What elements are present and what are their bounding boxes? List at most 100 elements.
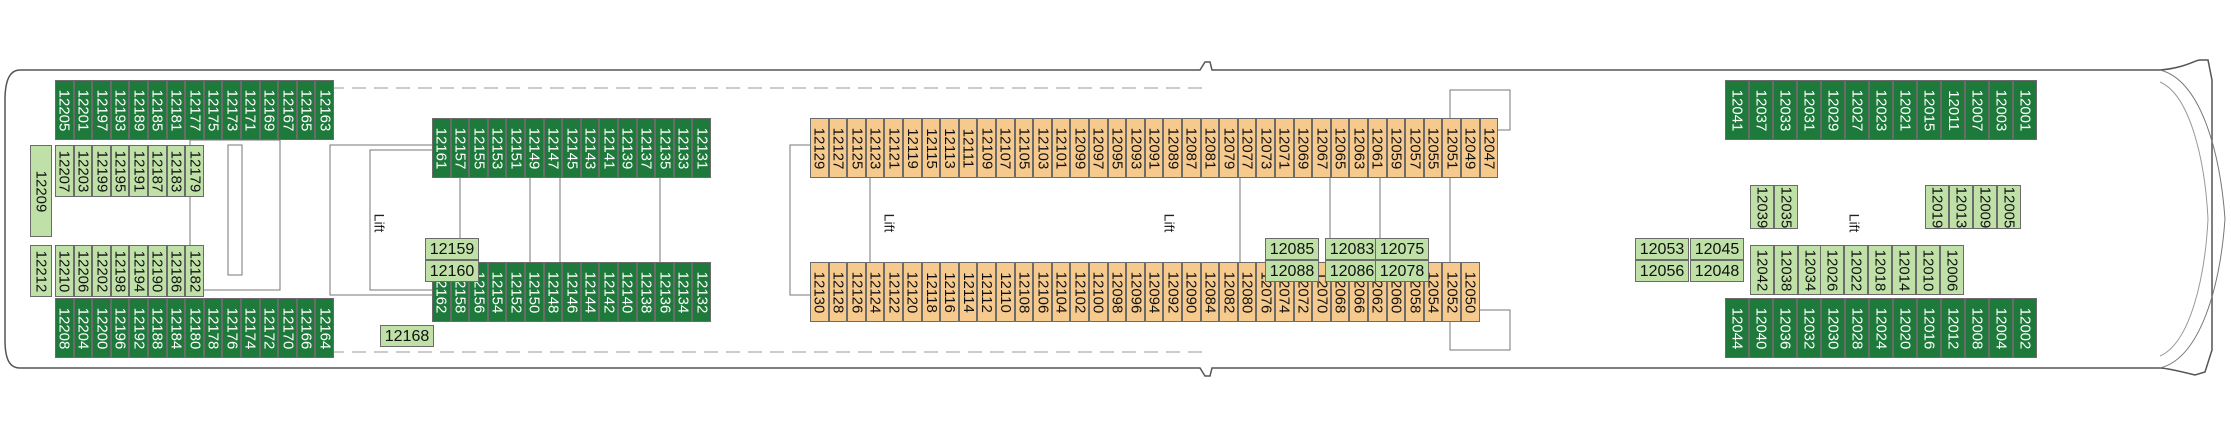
cabin-12113[interactable]: 12113	[940, 118, 959, 178]
cabin-12012[interactable]: 12012	[1941, 298, 1965, 358]
cabin-12077[interactable]: 12077	[1237, 118, 1257, 178]
cabin-12001[interactable]: 12001	[2013, 80, 2037, 140]
cabin-12172[interactable]: 12172	[259, 298, 279, 358]
cabin-12016[interactable]: 12016	[1917, 298, 1941, 358]
cabin-12087[interactable]: 12087	[1182, 118, 1201, 178]
cabin-12141[interactable]: 12141	[599, 118, 618, 178]
cabin-12035[interactable]: 12035	[1774, 185, 1798, 229]
cabin-12036[interactable]: 12036	[1773, 298, 1797, 358]
cabin-12040[interactable]: 12040	[1749, 298, 1773, 358]
cabin-12123[interactable]: 12123	[865, 118, 885, 178]
cabin-12137[interactable]: 12137	[636, 118, 656, 178]
cabin-12069[interactable]: 12069	[1293, 118, 1313, 178]
cabin-12033[interactable]: 12033	[1773, 80, 1797, 140]
cabin-12003[interactable]: 12003	[1989, 80, 2013, 140]
cabin-12059[interactable]: 12059	[1386, 118, 1406, 178]
cabin-12099[interactable]: 12099	[1070, 118, 1089, 178]
cabin-12145[interactable]: 12145	[562, 118, 581, 178]
cabin-12212[interactable]: 12212	[30, 245, 52, 297]
cabin-12120[interactable]: 12120	[903, 262, 922, 322]
cabin-12210[interactable]: 12210	[55, 245, 74, 297]
cabin-12159[interactable]: 12159	[425, 238, 479, 260]
cabin-12067[interactable]: 12067	[1312, 118, 1331, 178]
cabin-12091[interactable]: 12091	[1144, 118, 1164, 178]
cabin-12089[interactable]: 12089	[1163, 118, 1182, 178]
cabin-12004[interactable]: 12004	[1989, 298, 2013, 358]
cabin-12125[interactable]: 12125	[847, 118, 866, 178]
cabin-12106[interactable]: 12106	[1033, 262, 1052, 322]
cabin-12124[interactable]: 12124	[865, 262, 885, 322]
cabin-12065[interactable]: 12065	[1330, 118, 1350, 178]
cabin-12149[interactable]: 12149	[525, 118, 544, 178]
cabin-12006[interactable]: 12006	[1940, 245, 1964, 295]
cabin-12132[interactable]: 12132	[692, 262, 711, 322]
cabin-12136[interactable]: 12136	[655, 262, 674, 322]
cabin-12082[interactable]: 12082	[1219, 262, 1238, 322]
cabin-12176[interactable]: 12176	[222, 298, 241, 358]
cabin-12053[interactable]: 12053	[1635, 238, 1689, 260]
cabin-12056[interactable]: 12056	[1635, 260, 1689, 282]
cabin-12031[interactable]: 12031	[1797, 80, 1821, 140]
cabin-12182[interactable]: 12182	[185, 245, 204, 297]
cabin-12180[interactable]: 12180	[185, 298, 204, 358]
cabin-12010[interactable]: 12010	[1916, 245, 1940, 295]
cabin-12199[interactable]: 12199	[92, 145, 111, 197]
cabin-12052[interactable]: 12052	[1442, 262, 1461, 322]
cabin-12002[interactable]: 12002	[2013, 298, 2037, 358]
cabin-12111[interactable]: 12111	[958, 118, 978, 178]
cabin-12185[interactable]: 12185	[148, 80, 167, 140]
cabin-12049[interactable]: 12049	[1461, 118, 1480, 178]
cabin-12108[interactable]: 12108	[1014, 262, 1034, 322]
cabin-12166[interactable]: 12166	[296, 298, 316, 358]
cabin-12168[interactable]: 12168	[380, 325, 434, 347]
cabin-12063[interactable]: 12063	[1349, 118, 1368, 178]
cabin-12030[interactable]: 12030	[1821, 298, 1845, 358]
cabin-12181[interactable]: 12181	[166, 80, 186, 140]
cabin-12143[interactable]: 12143	[580, 118, 600, 178]
cabin-12011[interactable]: 12011	[1941, 80, 1965, 140]
cabin-12142[interactable]: 12142	[599, 262, 618, 322]
cabin-12050[interactable]: 12050	[1461, 262, 1480, 322]
cabin-12039[interactable]: 12039	[1750, 185, 1774, 229]
cabin-12161[interactable]: 12161	[432, 118, 451, 178]
cabin-12187[interactable]: 12187	[148, 145, 167, 197]
cabin-12047[interactable]: 12047	[1479, 118, 1499, 178]
cabin-12104[interactable]: 12104	[1051, 262, 1071, 322]
cabin-12037[interactable]: 12037	[1749, 80, 1773, 140]
cabin-12164[interactable]: 12164	[315, 298, 334, 358]
cabin-12084[interactable]: 12084	[1200, 262, 1220, 322]
cabin-12139[interactable]: 12139	[618, 118, 637, 178]
cabin-12112[interactable]: 12112	[977, 262, 996, 322]
cabin-12027[interactable]: 12027	[1845, 80, 1869, 140]
cabin-12200[interactable]: 12200	[92, 298, 111, 358]
cabin-12144[interactable]: 12144	[580, 262, 600, 322]
cabin-12119[interactable]: 12119	[903, 118, 922, 178]
cabin-12026[interactable]: 12026	[1820, 245, 1844, 295]
cabin-12205[interactable]: 12205	[55, 80, 74, 140]
cabin-12045[interactable]: 12045	[1690, 238, 1744, 260]
cabin-12152[interactable]: 12152	[506, 262, 525, 322]
cabin-12206[interactable]: 12206	[73, 245, 93, 297]
cabin-12184[interactable]: 12184	[166, 298, 186, 358]
cabin-12165[interactable]: 12165	[296, 80, 316, 140]
cabin-12207[interactable]: 12207	[55, 145, 74, 197]
cabin-12015[interactable]: 12015	[1917, 80, 1941, 140]
cabin-12023[interactable]: 12023	[1869, 80, 1893, 140]
cabin-12096[interactable]: 12096	[1126, 262, 1145, 322]
cabin-12196[interactable]: 12196	[110, 298, 130, 358]
cabin-12203[interactable]: 12203	[73, 145, 93, 197]
cabin-12110[interactable]: 12110	[996, 262, 1015, 322]
cabin-12090[interactable]: 12090	[1182, 262, 1201, 322]
cabin-12134[interactable]: 12134	[673, 262, 693, 322]
cabin-12122[interactable]: 12122	[884, 262, 903, 322]
cabin-12174[interactable]: 12174	[241, 298, 260, 358]
cabin-12083[interactable]: 12083	[1325, 238, 1379, 260]
cabin-12022[interactable]: 12022	[1844, 245, 1868, 295]
cabin-12131[interactable]: 12131	[692, 118, 711, 178]
cabin-12038[interactable]: 12038	[1774, 245, 1798, 295]
cabin-12204[interactable]: 12204	[73, 298, 93, 358]
cabin-12041[interactable]: 12041	[1725, 80, 1749, 140]
cabin-12078[interactable]: 12078	[1375, 260, 1429, 282]
cabin-12170[interactable]: 12170	[278, 298, 297, 358]
cabin-12071[interactable]: 12071	[1275, 118, 1294, 178]
